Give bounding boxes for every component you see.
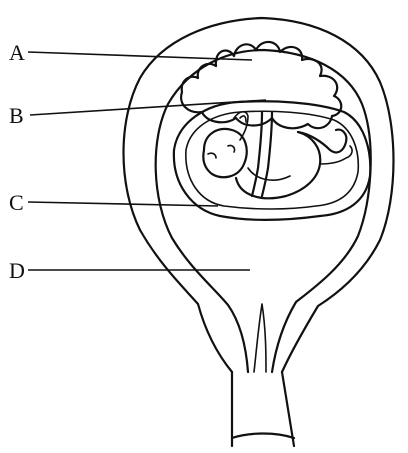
label-B: B	[9, 103, 24, 128]
label-D: D	[9, 258, 25, 283]
vagina	[232, 372, 294, 446]
leader-C	[28, 202, 218, 206]
cervical-canal	[254, 304, 266, 372]
label-A: A	[9, 40, 25, 65]
label-C: C	[9, 190, 24, 215]
uterus-outer-wall	[124, 18, 394, 372]
